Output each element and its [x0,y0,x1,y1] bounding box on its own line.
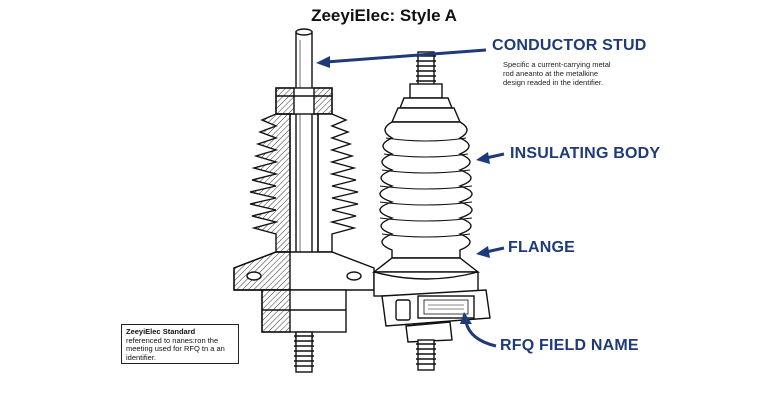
conductor-stud-arrow [316,48,487,68]
exterior-top-stud [398,51,454,109]
conductor-stud-description: Specific a current-carrying metal rod an… [503,60,611,87]
note-body: referenced to nanes:ron the meeting used… [126,335,225,362]
note-title: ZeeyiElec Standard [126,327,196,336]
cutaway-flange [233,251,375,333]
exterior-view [371,51,491,371]
rfq-field-name-arrow [460,312,497,348]
cutaway-top-cap [275,87,333,115]
cutaway-view [233,28,375,373]
exterior-flange [371,257,481,297]
leader-arrows [316,48,505,348]
conductor-stud-label: CONDUCTOR STUD [492,37,647,54]
cutaway-bottom-stud [294,331,314,373]
insulating-body-label: INSULATING BODY [510,145,661,162]
exterior-cap [390,107,462,123]
flange-label: FLANGE [508,239,575,256]
nameplate [417,295,475,319]
exterior-sheds [379,121,473,259]
flange-arrow [476,246,505,258]
diagram-title: ZeeyiElec: Style A [311,6,457,25]
insulating-body-arrow [476,152,505,164]
standard-note-box: ZeeyiElec Standard referenced to nanes:r… [121,324,239,364]
rfq-field-name-label: RFQ FIELD NAME [500,337,639,354]
exterior-bottom-stud [416,339,436,371]
